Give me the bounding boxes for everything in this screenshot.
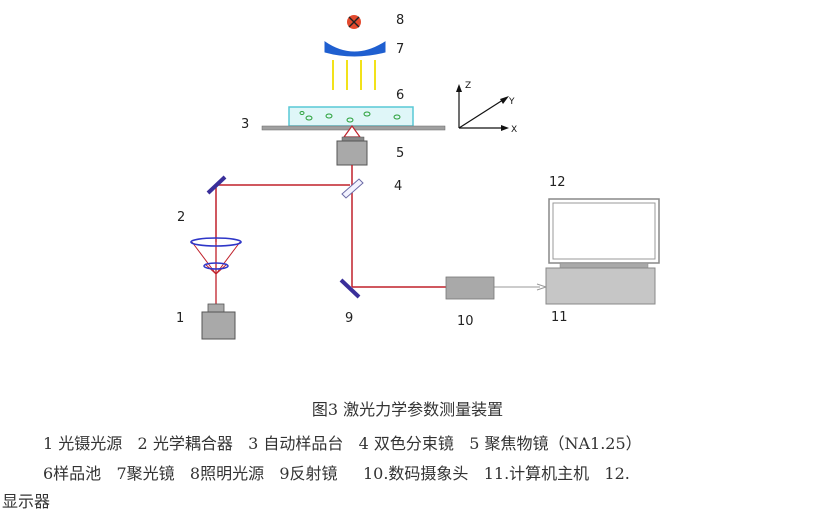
legend-line-3: 显示器 <box>2 492 51 511</box>
legend-item: 5 聚焦物镜（NA1.25） <box>469 434 642 453</box>
laser-path <box>215 165 446 288</box>
legend-item: 7聚光镜 <box>116 464 175 483</box>
figure-caption: 图3 激光力学参数测量装置 <box>311 400 504 419</box>
laser-source <box>201 303 236 340</box>
optical-coupler <box>190 237 242 304</box>
illumination-beams <box>332 60 376 90</box>
label-4: 4 <box>394 179 402 194</box>
mirror-top-left <box>206 175 227 195</box>
label-9: 9 <box>345 311 353 326</box>
legend-item: 4 双色分束镜 <box>358 434 454 453</box>
legend-item: 3 自动样品台 <box>248 434 344 453</box>
legend-item: 2 光学耦合器 <box>137 434 233 453</box>
objective-lens <box>336 124 368 166</box>
axis-z-label: Z <box>465 81 471 91</box>
sample-cell <box>288 106 414 127</box>
legend-item: 10.数码摄象头 <box>362 464 469 483</box>
label-5: 5 <box>396 146 404 161</box>
label-7: 7 <box>396 42 404 57</box>
label-1: 1 <box>176 311 184 326</box>
legend-item: 11.计算机主机 <box>483 464 590 483</box>
digital-camera <box>445 276 495 300</box>
label-10: 10 <box>457 314 474 329</box>
label-11: 11 <box>551 310 568 325</box>
condenser-lens <box>324 41 386 57</box>
axis-x-label: X <box>511 125 517 135</box>
dichroic-mirror <box>341 178 364 199</box>
legend-line-1: 1 光镊光源 2 光学耦合器 3 自动样品台 4 双色分束镜 5 聚焦物镜（NA… <box>43 430 642 454</box>
label-2: 2 <box>177 210 185 225</box>
xyz-axes <box>456 84 509 131</box>
lamp-icon <box>347 15 361 29</box>
label-6: 6 <box>396 88 404 103</box>
axis-y-label: Y <box>508 97 515 107</box>
legend-item: 8照明光源 <box>189 464 265 483</box>
legend-item: 1 光镊光源 <box>43 434 123 453</box>
legend-item: 9反射镜 <box>279 464 338 483</box>
computer-host <box>545 267 656 305</box>
legend-line-2: 6样品池 7聚光镜 8照明光源 9反射镜 10.数码摄象头 11.计算机主机 1… <box>43 460 630 484</box>
label-8: 8 <box>396 13 404 28</box>
legend-item: 12. <box>604 464 630 483</box>
label-12: 12 <box>549 175 566 190</box>
reflector-mirror <box>339 278 361 299</box>
signal-arrow <box>494 283 548 291</box>
monitor <box>548 198 660 269</box>
label-3: 3 <box>241 117 249 132</box>
legend-item: 6样品池 <box>43 464 102 483</box>
